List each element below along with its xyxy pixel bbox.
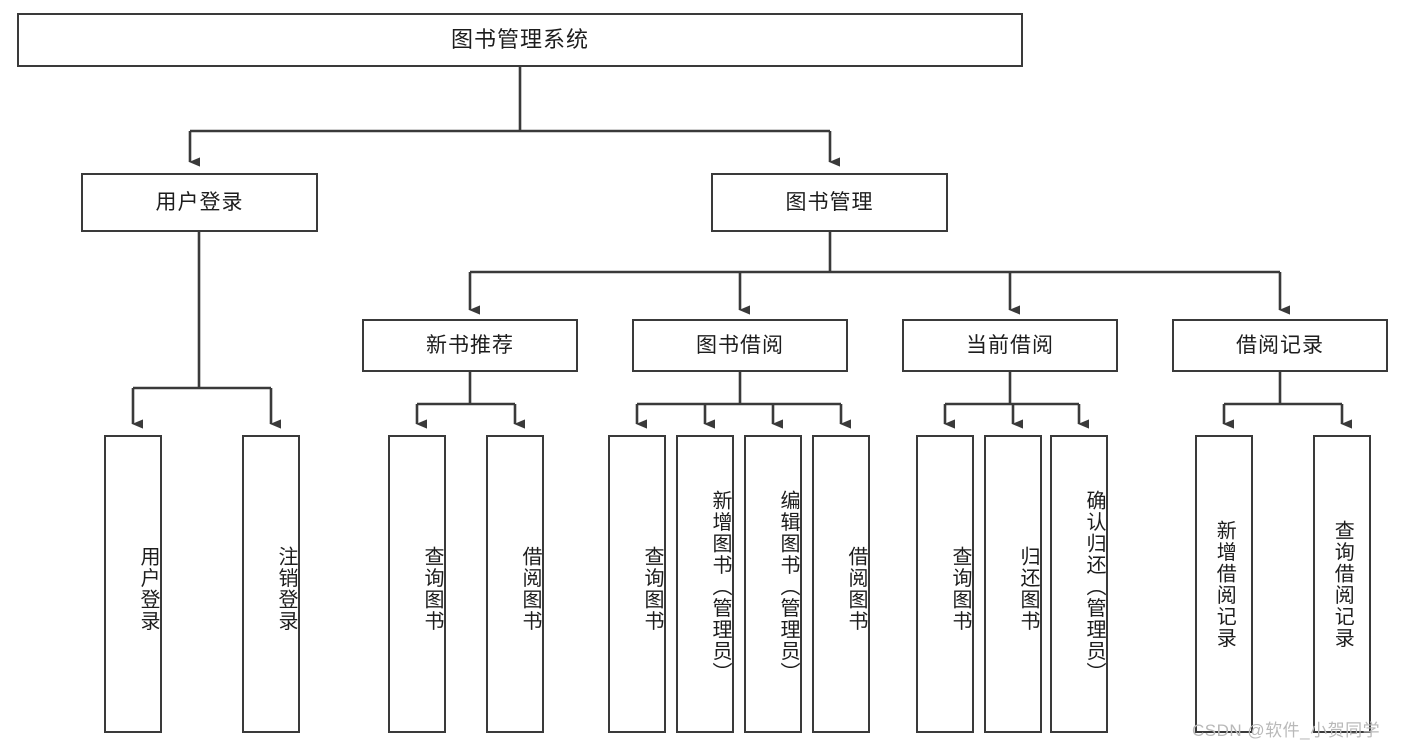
- leaf-user-login-login[interactable]: 用户登录: [104, 435, 162, 733]
- leaf-borrow-query-book[interactable]: 查询图书: [608, 435, 666, 733]
- leaf-current-confirm-return-admin[interactable]: 确认归还（管理员）: [1050, 435, 1108, 733]
- node-book-management[interactable]: 图书管理: [711, 173, 948, 232]
- leaf-new-book-borrow[interactable]: 借阅图书: [486, 435, 544, 733]
- node-new-book-recommend[interactable]: 新书推荐: [362, 319, 578, 372]
- csdn-watermark: CSDN @软件_小贺同学: [1192, 721, 1381, 740]
- leaf-borrow-add-book-admin[interactable]: 新增图书（管理员）: [676, 435, 734, 733]
- leaf-borrow-borrow-book[interactable]: 借阅图书: [812, 435, 870, 733]
- leaf-user-login-logout[interactable]: 注销登录: [242, 435, 300, 733]
- leaf-new-book-query[interactable]: 查询图书: [388, 435, 446, 733]
- node-root-system[interactable]: 图书管理系统: [17, 13, 1023, 67]
- node-current-borrow[interactable]: 当前借阅: [902, 319, 1118, 372]
- leaf-current-query-book[interactable]: 查询图书: [916, 435, 974, 733]
- leaf-record-query-record[interactable]: 查询借阅记录: [1313, 435, 1371, 733]
- leaf-borrow-edit-book-admin[interactable]: 编辑图书（管理员）: [744, 435, 802, 733]
- leaf-current-return-book[interactable]: 归还图书: [984, 435, 1042, 733]
- node-borrow-record[interactable]: 借阅记录: [1172, 319, 1388, 372]
- node-user-login[interactable]: 用户登录: [81, 173, 318, 232]
- node-book-borrow[interactable]: 图书借阅: [632, 319, 848, 372]
- leaf-record-add-record[interactable]: 新增借阅记录: [1195, 435, 1253, 733]
